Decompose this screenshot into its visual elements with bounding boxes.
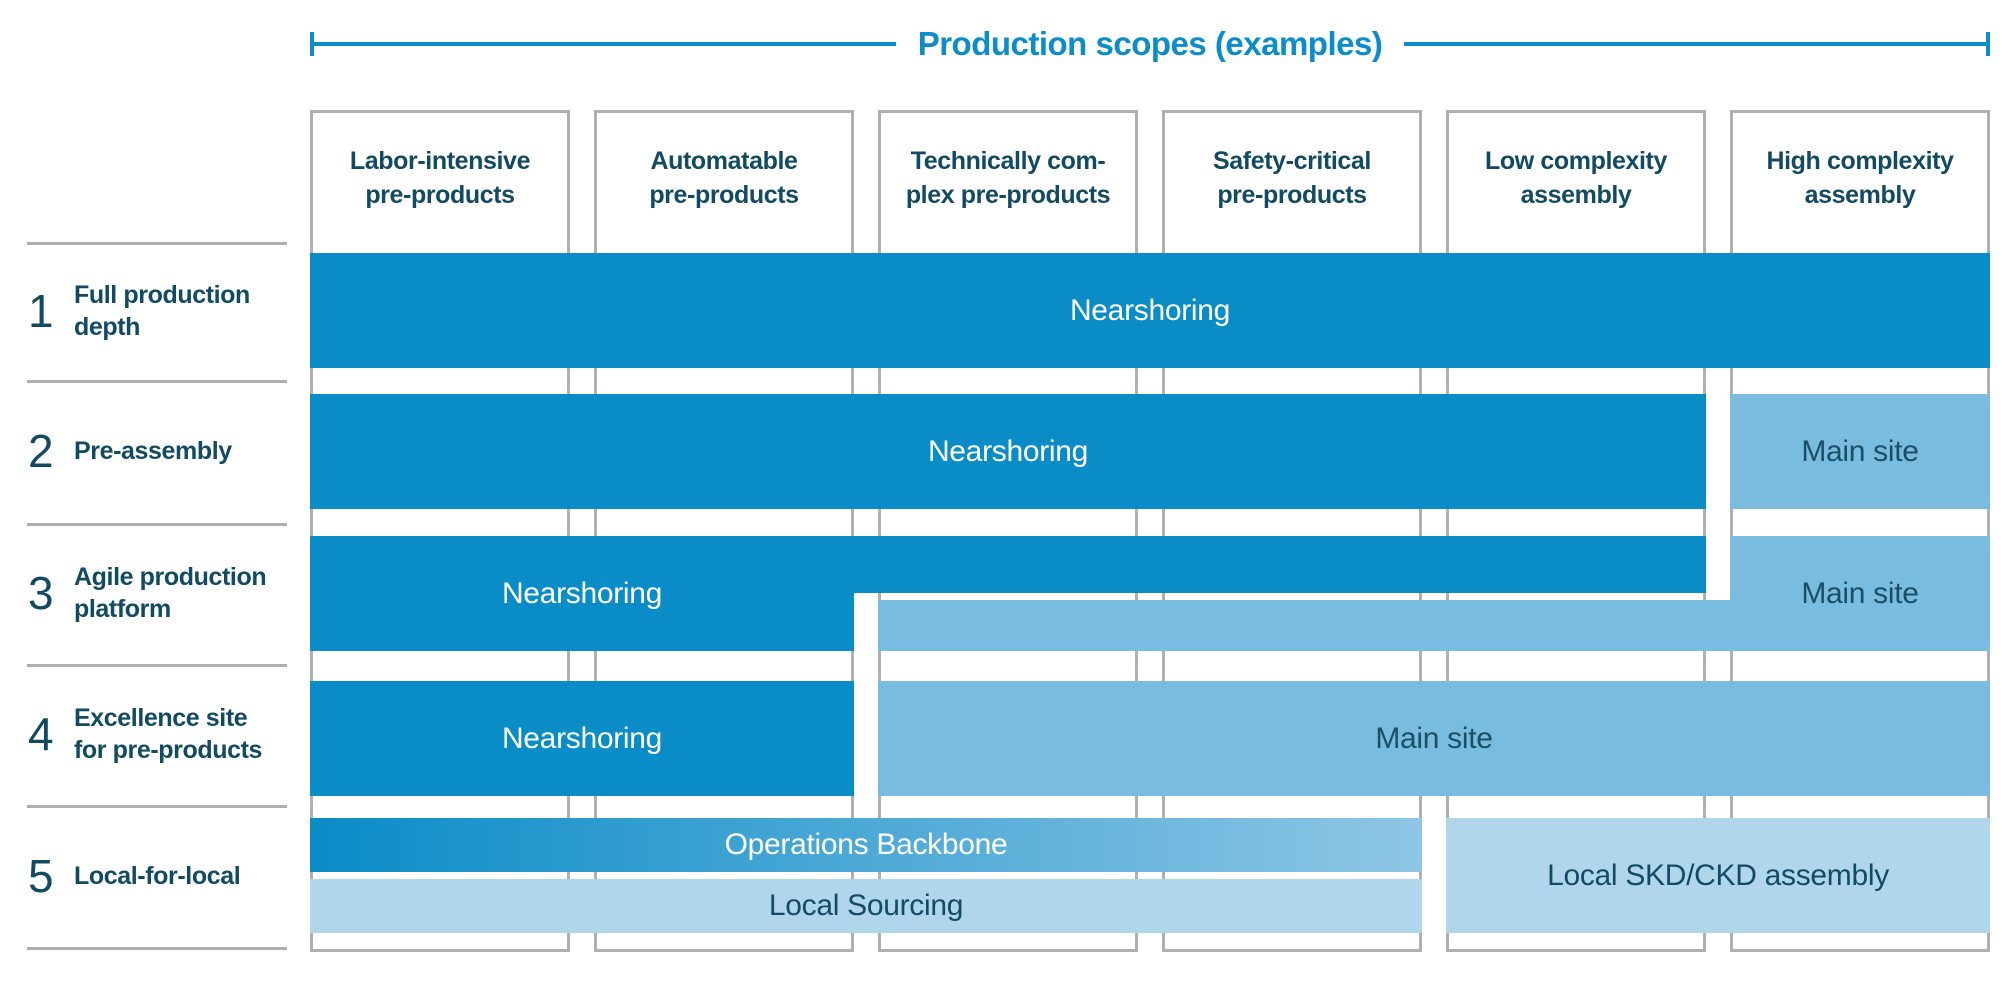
bar-row3-nearshoring-label: Nearshoring xyxy=(501,576,663,610)
row-number: 4 xyxy=(28,708,54,760)
bar-row5-local-skd-ckd-assembly: Local SKD/CKD assembly xyxy=(1446,818,1990,933)
row-number: 2 xyxy=(28,425,54,477)
bar-row2-main-site: Main site xyxy=(1730,394,1990,509)
bar-row4-main-site: Main site xyxy=(878,681,1990,796)
bar-row4-nearshoring: Nearshoring xyxy=(310,681,854,796)
column-header: High complexity assembly xyxy=(1766,147,1954,209)
row-label-text: Pre-assembly xyxy=(74,436,232,465)
row-label-text: Local-for-local xyxy=(74,861,241,890)
bar-row3-nearshoring-bottom-block xyxy=(310,592,854,651)
row-number: 5 xyxy=(28,850,54,902)
bar-row5-local-sourcing: Local Sourcing xyxy=(310,879,1422,933)
row-number: 1 xyxy=(28,285,54,337)
column-box-labor-intensive: Labor-intensive pre-products xyxy=(310,110,570,952)
title-bracket: Production scopes (examples) xyxy=(310,20,1991,68)
column-box-safety-critical: Safety-critical pre-products xyxy=(1162,110,1422,952)
bar-row1-nearshoring: Nearshoring xyxy=(310,253,1990,368)
bracket-right-cap-icon xyxy=(1986,32,1991,56)
row-label-local-for-local: 5 Local-for-local xyxy=(28,819,298,933)
row-divider xyxy=(27,242,287,245)
row-label-excellence-site: 4 Excellence site for pre-products xyxy=(28,677,298,791)
column-header: Low complexity assembly xyxy=(1485,147,1667,209)
column-header: Labor-intensive pre-products xyxy=(349,147,531,209)
row-divider xyxy=(27,664,287,667)
column-box-low-complexity: Low complexity assembly xyxy=(1446,110,1706,952)
bracket-right-line xyxy=(1404,42,1987,46)
bar-row2-nearshoring: Nearshoring xyxy=(310,394,1706,509)
row-label-text: Full production depth xyxy=(74,280,250,342)
column-header: Technically com- plex pre-products xyxy=(905,147,1111,209)
column-box-high-complexity: High complexity assembly xyxy=(1730,110,1990,952)
column-box-automatable: Automatable pre-products xyxy=(594,110,854,952)
row-number: 3 xyxy=(28,567,54,619)
diagram-title: Production scopes (examples) xyxy=(917,25,1383,62)
row-label-agile-production-platform: 3 Agile production platform xyxy=(28,536,298,650)
row-divider xyxy=(27,805,287,808)
row-label-pre-assembly: 2 Pre-assembly xyxy=(28,394,298,508)
row-divider xyxy=(27,523,287,526)
row-label-text: Agile production platform xyxy=(74,562,267,624)
bracket-left-cap-icon xyxy=(310,32,314,56)
row-label-text: Excellence site for pre-products xyxy=(74,703,263,765)
bar-row3-main-site: Main site xyxy=(1730,536,1990,651)
column-box-technically-complex: Technically com- plex pre-products xyxy=(878,110,1138,952)
bar-row3-nearshoring-top-strip xyxy=(310,536,1706,593)
bar-row5-operations-backbone: Operations Backbone xyxy=(310,818,1422,872)
row-label-full-production-depth: 1 Full production depth xyxy=(28,254,298,368)
row-divider xyxy=(27,380,287,383)
row-divider xyxy=(27,947,287,950)
column-header: Automatable pre-products xyxy=(649,147,799,209)
bracket-left-line xyxy=(314,42,896,46)
column-header: Safety-critical pre-products xyxy=(1213,147,1371,209)
